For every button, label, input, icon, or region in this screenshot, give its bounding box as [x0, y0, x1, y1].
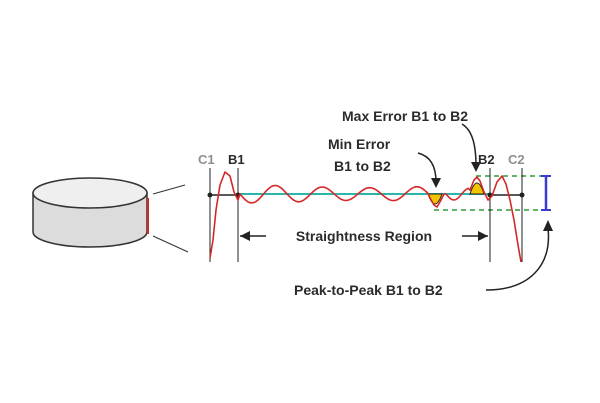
straightness-region-arrow: [240, 231, 488, 241]
label-c1: C1: [198, 152, 215, 167]
arrowhead-left: [240, 231, 250, 241]
label-max-error: Max Error B1 to B2: [342, 108, 468, 124]
straightness-label-bg: [270, 226, 458, 246]
arrowhead-right: [478, 231, 488, 241]
max-error-callout-arrow: [461, 123, 477, 167]
peak-to-peak-callout-arrow: [485, 227, 550, 291]
label-min-error-line1: Min Error: [328, 136, 391, 152]
max-error-callout-head: [471, 162, 481, 172]
peak-to-peak-bar: [541, 175, 551, 211]
min-error-callout-head: [431, 178, 441, 188]
min-error-callout-arrow: [417, 152, 437, 183]
cylinder-part-icon: [32, 177, 189, 253]
label-min-error-line2: B1 to B2: [334, 158, 391, 174]
peak-to-peak-callout-head: [543, 220, 553, 231]
profile-curve: [209, 171, 522, 263]
label-b1: B1: [228, 152, 245, 167]
max-error-fill: [469, 182, 485, 195]
label-b2: B2: [478, 152, 495, 167]
cylinder-top: [32, 177, 148, 209]
zoom-line-bottom: [152, 235, 189, 253]
label-straightness-region: Straightness Region: [296, 228, 432, 244]
label-c2: C2: [508, 152, 525, 167]
label-peak-to-peak: Peak-to-Peak B1 to B2: [294, 282, 443, 298]
zoom-line-top: [152, 184, 186, 195]
